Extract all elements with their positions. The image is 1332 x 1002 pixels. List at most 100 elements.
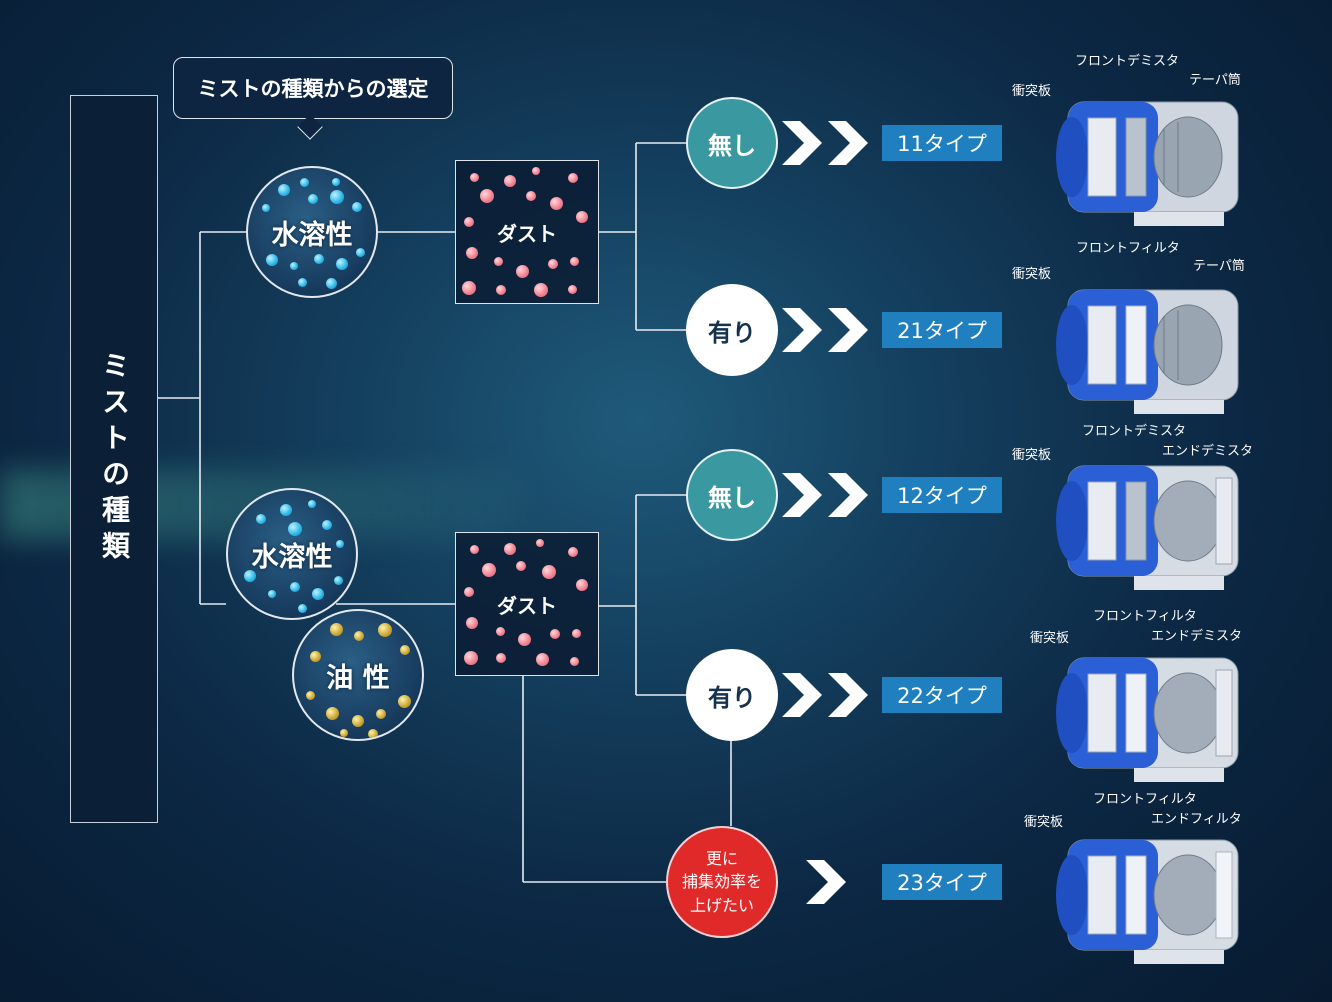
double-chevron-icon — [782, 308, 868, 352]
dust-dot — [570, 657, 579, 666]
type-label: 11タイプ — [897, 132, 987, 156]
product-21-label-a: フロントフィルタ — [1076, 241, 1180, 256]
product-11-label-c: 衝突板 — [1012, 84, 1052, 99]
dust-dot — [570, 257, 579, 266]
oil-dot — [306, 691, 315, 700]
dust-dot — [542, 565, 556, 579]
dust-dot — [536, 539, 544, 547]
option-none-bottom: 無し — [686, 449, 778, 541]
water-dot — [244, 570, 256, 582]
dust-dot — [496, 627, 505, 636]
dust-dot — [568, 285, 577, 294]
type-23-badge: 23タイプ — [882, 864, 1002, 900]
water-dot — [288, 522, 302, 536]
product-23-label-a: フロントフィルタ — [1093, 792, 1197, 807]
dust-dot — [568, 547, 578, 557]
dust-dot — [462, 281, 476, 295]
type-21-badge: 21タイプ — [882, 312, 1002, 348]
dust-dot — [480, 189, 494, 203]
water-dot — [268, 590, 276, 598]
oil-dot — [368, 729, 378, 739]
option-none-label: 無し — [708, 483, 756, 512]
mist-type-title: ミストの種類 — [98, 351, 131, 567]
option-higher-efficiency: 更に 捕集効率を 上げたい — [666, 826, 778, 938]
oil-dot — [378, 623, 392, 637]
option-present-label: 有り — [708, 683, 756, 712]
product-22-label-c: 衝突板 — [1030, 631, 1070, 646]
product-21-illustration — [1056, 289, 1239, 414]
product-23-label-c: 衝突板 — [1024, 815, 1064, 830]
oil-dot — [354, 631, 364, 641]
selection-bubble-text: ミストの種類からの選定 — [197, 77, 429, 101]
dust-dot — [496, 285, 506, 295]
option-present-bottom: 有り — [686, 649, 778, 741]
mist-oil-label: 油 性 — [326, 662, 390, 694]
product-23-illustration — [1056, 839, 1239, 964]
oil-dot — [330, 623, 343, 636]
dust-dot — [470, 545, 479, 554]
water-dot — [314, 254, 324, 264]
product-11-label-b: テーパ筒 — [1189, 73, 1241, 88]
product-12-label-b: エンドデミスタ — [1162, 444, 1254, 459]
dust-dot — [550, 629, 560, 639]
dust-dot — [494, 257, 503, 266]
option-present-label: 有り — [708, 318, 756, 347]
water-dot — [334, 576, 343, 585]
dust-dot — [516, 265, 529, 278]
dust-dot — [534, 283, 548, 297]
dust-dot — [464, 217, 474, 227]
option-present-top: 有り — [686, 284, 778, 376]
dust-dot — [548, 259, 558, 269]
dust-label: ダスト — [497, 221, 557, 246]
mist-water-soluble-top: 水溶性 — [246, 166, 378, 298]
water-dot — [290, 262, 298, 270]
dust-label: ダスト — [497, 593, 557, 618]
double-chevron-icon — [782, 673, 868, 717]
dust-dot — [466, 617, 478, 629]
oil-dot — [310, 651, 321, 662]
dust-dot — [516, 561, 526, 571]
water-dot — [280, 504, 292, 516]
water-dot — [298, 604, 307, 613]
water-dot — [352, 202, 362, 212]
dust-box-top: ダスト — [455, 160, 599, 304]
water-dot — [290, 582, 300, 592]
dust-dot — [576, 211, 588, 223]
mist-oil: 油 性 — [292, 609, 424, 741]
product-22-label-a: フロントフィルタ — [1093, 609, 1197, 624]
product-12-illustration — [1056, 465, 1239, 590]
dust-dot — [504, 543, 516, 555]
product-11-illustration — [1056, 101, 1239, 226]
selection-bubble: ミストの種類からの選定 — [173, 57, 453, 119]
type-label: 12タイプ — [897, 484, 987, 508]
dust-dot — [464, 651, 478, 665]
type-12-badge: 12タイプ — [882, 477, 1002, 513]
product-22-label-b: エンドデミスタ — [1151, 629, 1243, 644]
product-12-label-c: 衝突板 — [1012, 448, 1052, 463]
product-22-illustration — [1056, 657, 1239, 782]
water-dot — [300, 178, 309, 187]
mist-water-soluble-bottom: 水溶性 — [226, 488, 358, 620]
water-dot — [332, 178, 340, 186]
product-21-label-b: テーパ筒 — [1193, 259, 1245, 274]
mist-water-label: 水溶性 — [271, 219, 353, 251]
dust-dot — [550, 197, 563, 210]
dust-box-bottom: ダスト — [455, 532, 599, 676]
water-dot — [322, 520, 332, 530]
water-dot — [266, 254, 278, 266]
type-label: 22タイプ — [897, 684, 987, 708]
dust-dot — [532, 167, 540, 175]
dust-dot — [464, 587, 474, 597]
oil-dot — [340, 729, 348, 737]
double-chevron-icon — [782, 473, 868, 517]
water-dot — [298, 278, 307, 287]
water-dot — [330, 190, 344, 204]
mist-water-label: 水溶性 — [251, 541, 333, 573]
water-dot — [262, 204, 270, 212]
product-11-label-a: フロントデミスタ — [1075, 54, 1180, 69]
dust-dot — [470, 173, 479, 182]
further-line-2: 捕集効率を — [681, 872, 762, 892]
water-dot — [336, 258, 348, 270]
water-dot — [336, 540, 344, 548]
